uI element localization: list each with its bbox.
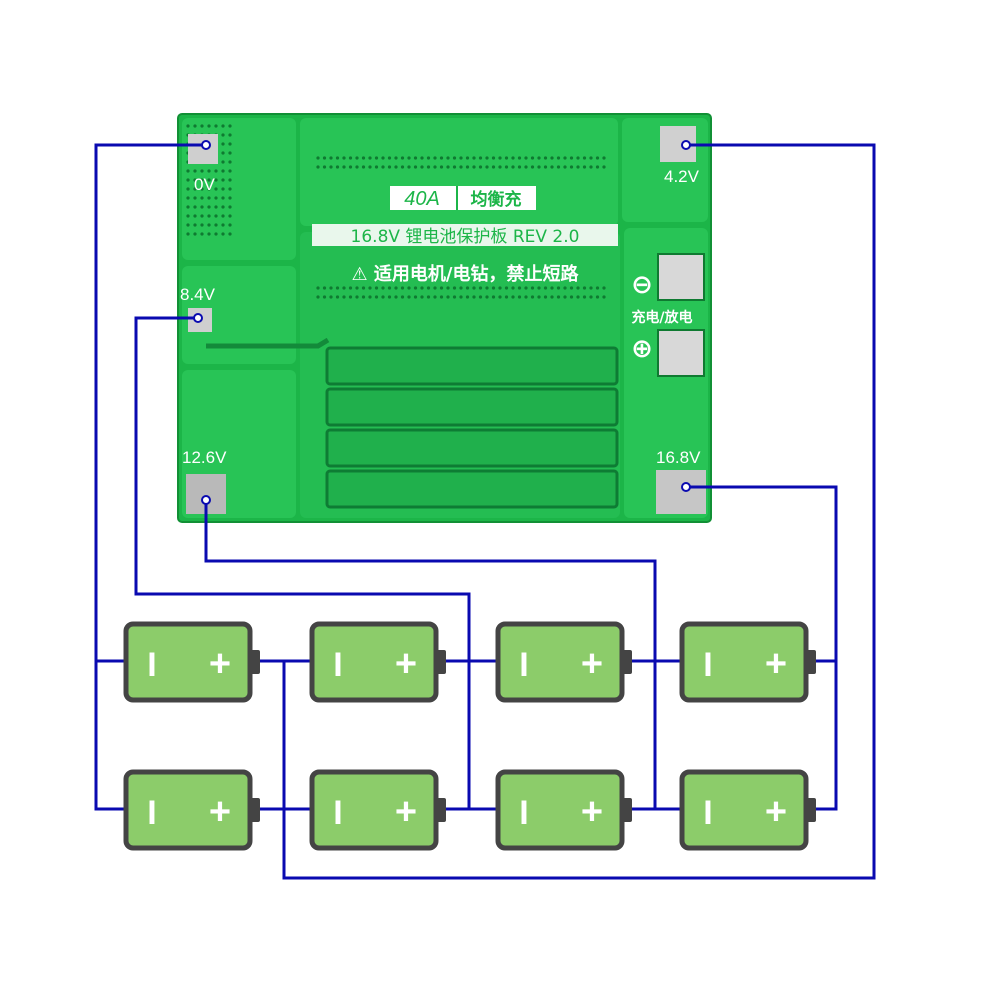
battery-negative-mark: I: [333, 794, 342, 832]
badge-box: [390, 186, 536, 210]
label-0v: 0V: [194, 175, 215, 194]
battery-negative-mark: I: [703, 794, 712, 832]
battery-cell-8: I+: [679, 769, 816, 851]
battery-negative-mark: I: [147, 794, 156, 832]
battery-cell-6: I+: [309, 769, 446, 851]
marker-4v2: [681, 140, 691, 150]
battery-body: [123, 769, 253, 851]
board-title: 16.8V 锂电池保护板 REV 2.0: [351, 227, 580, 247]
battery-cell-1: I+: [123, 621, 260, 703]
pcb-trace: [206, 337, 330, 349]
battery-terminal: [806, 798, 816, 822]
battery-cell-2: I+: [309, 621, 446, 703]
battery-positive-mark: +: [581, 791, 603, 833]
battery-positive-mark: +: [395, 643, 417, 685]
pcb-board: /* placeholder */ 40A 均衡充 16.8V 锂电池保护板 R…: [177, 113, 712, 523]
battery-body: [123, 621, 253, 703]
minus-symbol: ⊖: [631, 270, 653, 300]
via-grid-top: /* placeholder */: [186, 124, 606, 490]
label-12v6: 12.6V: [182, 448, 227, 467]
pad-b-plus: [657, 329, 705, 377]
battery-positive-mark: +: [395, 791, 417, 833]
marker-12v6: [201, 495, 211, 505]
battery-terminal: [622, 798, 632, 822]
battery-terminal: [806, 650, 816, 674]
badge-current: 40A: [404, 188, 440, 210]
zone-top-mid: [300, 118, 618, 226]
zone-8v4: [182, 266, 296, 364]
battery-body: [679, 769, 809, 851]
battery-cell-3: I+: [495, 621, 632, 703]
title-strip: [312, 224, 618, 246]
battery-body: [309, 769, 439, 851]
wire-cell2-3-bot: [440, 661, 498, 811]
wire-0v: [94, 143, 206, 811]
label-16v8: 16.8V: [656, 448, 701, 467]
mosfet-bars: [325, 346, 619, 509]
wire-cell1-2-bot: [256, 661, 312, 811]
battery-body: [495, 769, 625, 851]
marker-8v4: [193, 313, 203, 323]
battery-terminal: [436, 798, 446, 822]
battery-body: [309, 621, 439, 703]
battery-positive-mark: +: [209, 643, 231, 685]
battery-terminal: [622, 650, 632, 674]
charge-discharge-label: 充电/放电: [631, 309, 692, 326]
battery-negative-mark: I: [147, 646, 156, 684]
label-8v4: 8.4V: [180, 285, 216, 304]
battery-terminal: [250, 650, 260, 674]
battery-positive-mark: +: [209, 791, 231, 833]
pad-b-minus: [657, 253, 705, 301]
battery-negative-mark: I: [333, 646, 342, 684]
battery-cells: I+I+I+I+I+I+I+I+: [123, 621, 816, 851]
battery-cell-4: I+: [679, 621, 816, 703]
board-warning: ⚠ 适用电机/电钻，禁止短路: [352, 263, 580, 285]
badge-feature: 均衡充: [471, 189, 522, 210]
wire-cell3-4-bot: [626, 661, 682, 811]
marker-0v: [201, 140, 211, 150]
plus-symbol: ⊕: [631, 334, 653, 364]
battery-negative-mark: I: [519, 646, 528, 684]
battery-positive-mark: +: [581, 643, 603, 685]
battery-cell-7: I+: [495, 769, 632, 851]
battery-negative-mark: I: [703, 646, 712, 684]
battery-terminal: [436, 650, 446, 674]
via-row-top: [316, 156, 606, 169]
battery-negative-mark: I: [519, 794, 528, 832]
battery-body: [495, 621, 625, 703]
wires: [94, 143, 876, 880]
pad-16v8: [656, 470, 706, 514]
via-row-mid: [316, 286, 606, 299]
battery-positive-mark: +: [765, 643, 787, 685]
battery-body: [679, 621, 809, 703]
battery-terminal: [250, 798, 260, 822]
battery-positive-mark: +: [765, 791, 787, 833]
pad-markers: [193, 140, 691, 505]
marker-16v8: [681, 482, 691, 492]
battery-cell-5: I+: [123, 769, 260, 851]
label-4v2: 4.2V: [664, 167, 700, 186]
